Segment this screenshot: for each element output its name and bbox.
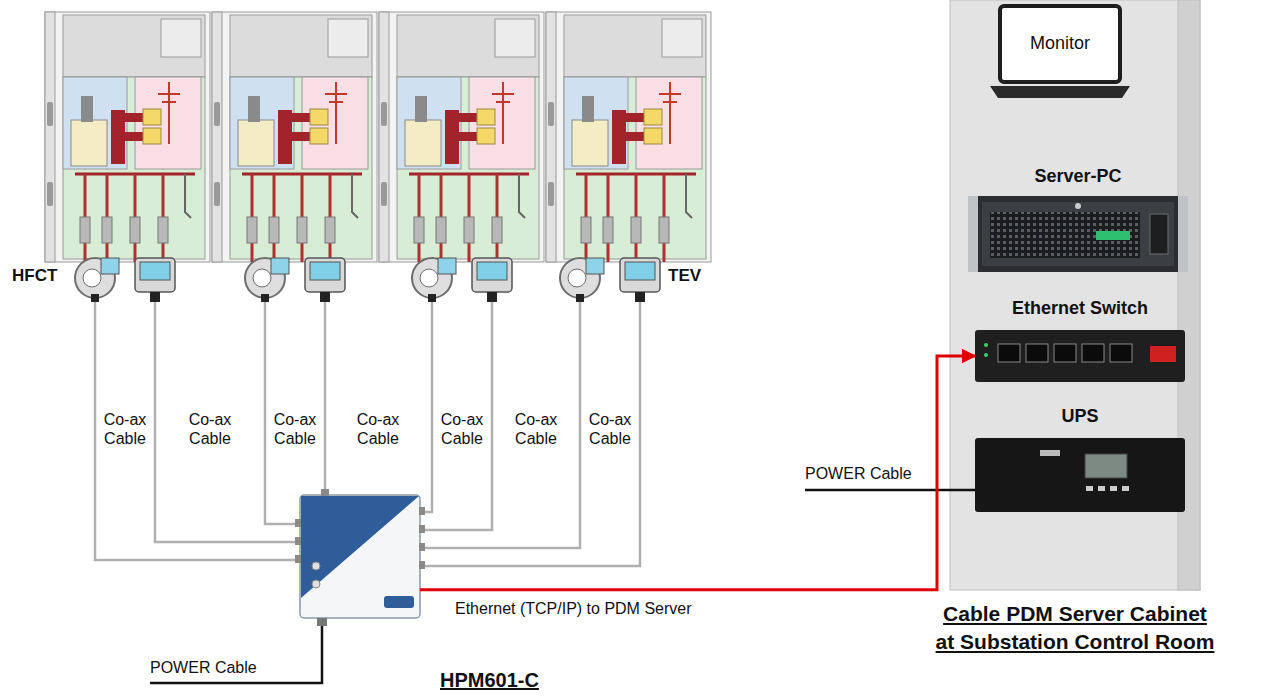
device-label: UPS <box>975 406 1185 428</box>
cable-label: Co-ax Cable <box>271 410 319 448</box>
cable-label: Co-ax Cable <box>438 410 486 448</box>
hfct-sensor <box>412 258 456 302</box>
hfct-sensor <box>245 258 289 302</box>
laptop-monitor <box>990 6 1130 98</box>
server-cabinet: Cable PDM Server Cabinet at Substation C… <box>950 0 1200 590</box>
device-label: Server-PC <box>968 166 1188 188</box>
server-image <box>968 196 1188 272</box>
tev-sensor <box>472 258 512 302</box>
cable-label: POWER Cable <box>805 464 930 483</box>
monitor-label: Monitor <box>1000 6 1120 82</box>
tev-sensor <box>620 258 660 302</box>
sensor-type-label: HFCT <box>12 266 72 286</box>
switchgear-panel <box>212 12 377 262</box>
switchgear-panel <box>546 12 711 262</box>
cable-label: Co-ax Cable <box>512 410 560 448</box>
cable-label: Co-ax Cable <box>101 410 149 448</box>
cable-label: Co-ax Cable <box>186 410 234 448</box>
tev-sensor <box>135 258 175 302</box>
ethernet-link <box>420 356 975 590</box>
link-label: Ethernet (TCP/IP) to PDM Server <box>455 599 775 618</box>
pd-monitor-device: HPM601-C <box>300 495 420 618</box>
server-pc: Server-PC <box>968 196 1188 272</box>
switchgear-panel <box>45 12 210 262</box>
switchgear-panel <box>379 12 544 262</box>
power-cable <box>150 626 322 683</box>
ups-image <box>975 438 1185 512</box>
hfct-sensor <box>75 258 119 302</box>
cable-label: Co-ax Cable <box>586 410 634 448</box>
device-caption: HPM601-C <box>440 667 600 694</box>
device-label: Ethernet Switch <box>975 298 1185 320</box>
hpm-device <box>295 489 425 626</box>
switch-image <box>975 330 1185 382</box>
cable-label: POWER Cable <box>150 658 290 677</box>
ethernet-switch: Ethernet Switch <box>975 330 1185 382</box>
monitor-screen: Monitor <box>1000 6 1120 82</box>
hfct-sensor <box>560 258 604 302</box>
tev-sensor <box>305 258 345 302</box>
cable-label: Co-ax Cable <box>354 410 402 448</box>
power-cable <box>805 489 975 492</box>
ups-unit: UPS <box>975 438 1185 512</box>
server-cabinet-body <box>950 0 1200 590</box>
cabinet-caption: Cable PDM Server Cabinet at Substation C… <box>933 600 1217 657</box>
sensor-type-label: TEV <box>668 266 718 286</box>
